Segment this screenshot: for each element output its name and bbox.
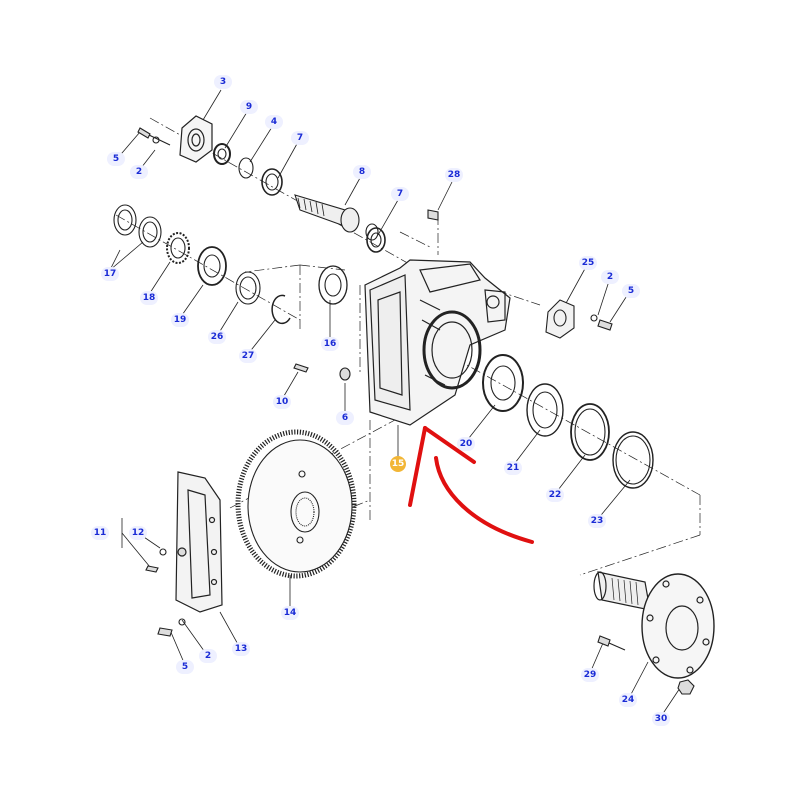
callout-13[interactable]: 13	[232, 642, 250, 656]
bolt-5b	[597, 319, 613, 331]
bearing-20	[482, 354, 524, 412]
callout-15[interactable]: 15	[390, 456, 406, 472]
callout-16[interactable]: 16	[321, 337, 339, 351]
callout-3[interactable]: 3	[214, 75, 232, 89]
callout-5-b[interactable]: 5	[622, 284, 640, 298]
shaft-part	[294, 194, 379, 241]
callout-28[interactable]: 28	[445, 168, 463, 182]
bearing-part-2	[366, 227, 386, 253]
callout-20[interactable]: 20	[457, 437, 475, 451]
snap-ring-part	[238, 157, 254, 179]
callout-17[interactable]: 17	[101, 267, 119, 281]
callout-11[interactable]: 11	[91, 526, 109, 540]
callout-5[interactable]: 5	[107, 152, 125, 166]
gasket-25	[545, 299, 575, 339]
leader-lines	[109, 89, 681, 719]
callout-4[interactable]: 4	[265, 115, 283, 129]
stud-29	[597, 635, 626, 651]
callout-2[interactable]: 2	[130, 165, 148, 179]
callout-29[interactable]: 29	[581, 668, 599, 682]
callout-21[interactable]: 21	[504, 461, 522, 475]
gear-14	[235, 429, 357, 579]
race-21	[526, 383, 564, 437]
indicator-arrow	[408, 426, 534, 544]
washer-part	[152, 136, 160, 144]
seal-part	[213, 143, 231, 165]
washer-2b	[590, 314, 598, 322]
callout-19[interactable]: 19	[171, 313, 189, 327]
callout-2-c[interactable]: 2	[199, 649, 217, 663]
plug-part	[427, 209, 439, 221]
gear-washer-18	[166, 232, 190, 264]
callout-9[interactable]: 9	[240, 100, 258, 114]
cover-plate-part	[179, 115, 213, 163]
pin-10	[293, 363, 309, 373]
circlip-27	[271, 294, 291, 325]
washer-2c	[178, 618, 186, 626]
bolt-5c	[157, 627, 173, 637]
bearing-part	[261, 168, 283, 196]
ring-23	[612, 431, 654, 489]
housing-part	[364, 259, 511, 426]
washer-12	[159, 548, 167, 556]
bolt-11	[145, 565, 159, 573]
shim-18a	[138, 216, 162, 248]
callout-2-b[interactable]: 2	[601, 270, 619, 284]
callout-14[interactable]: 14	[281, 606, 299, 620]
callout-7[interactable]: 7	[291, 131, 309, 145]
washer-16	[318, 265, 348, 305]
callout-30[interactable]: 30	[652, 712, 670, 726]
callout-12[interactable]: 12	[129, 526, 147, 540]
callout-27[interactable]: 27	[239, 349, 257, 363]
ring-22	[570, 403, 610, 461]
callout-18[interactable]: 18	[140, 291, 158, 305]
callout-25[interactable]: 25	[579, 256, 597, 270]
callout-22[interactable]: 22	[546, 488, 564, 502]
callout-26[interactable]: 26	[208, 330, 226, 344]
bearing-19	[197, 246, 227, 286]
side-cover-13	[175, 471, 223, 613]
callout-24[interactable]: 24	[619, 693, 637, 707]
plug-6	[339, 367, 351, 381]
callout-6[interactable]: 6	[336, 411, 354, 425]
callout-8[interactable]: 8	[353, 165, 371, 179]
shim-17	[113, 204, 137, 236]
callout-10[interactable]: 10	[273, 395, 291, 409]
callout-7-b[interactable]: 7	[391, 187, 409, 201]
ring-26	[235, 271, 261, 305]
flange-shaft-24	[593, 571, 715, 679]
nut-30	[677, 679, 695, 695]
callout-23[interactable]: 23	[588, 514, 606, 528]
callout-5-c[interactable]: 5	[176, 660, 194, 674]
